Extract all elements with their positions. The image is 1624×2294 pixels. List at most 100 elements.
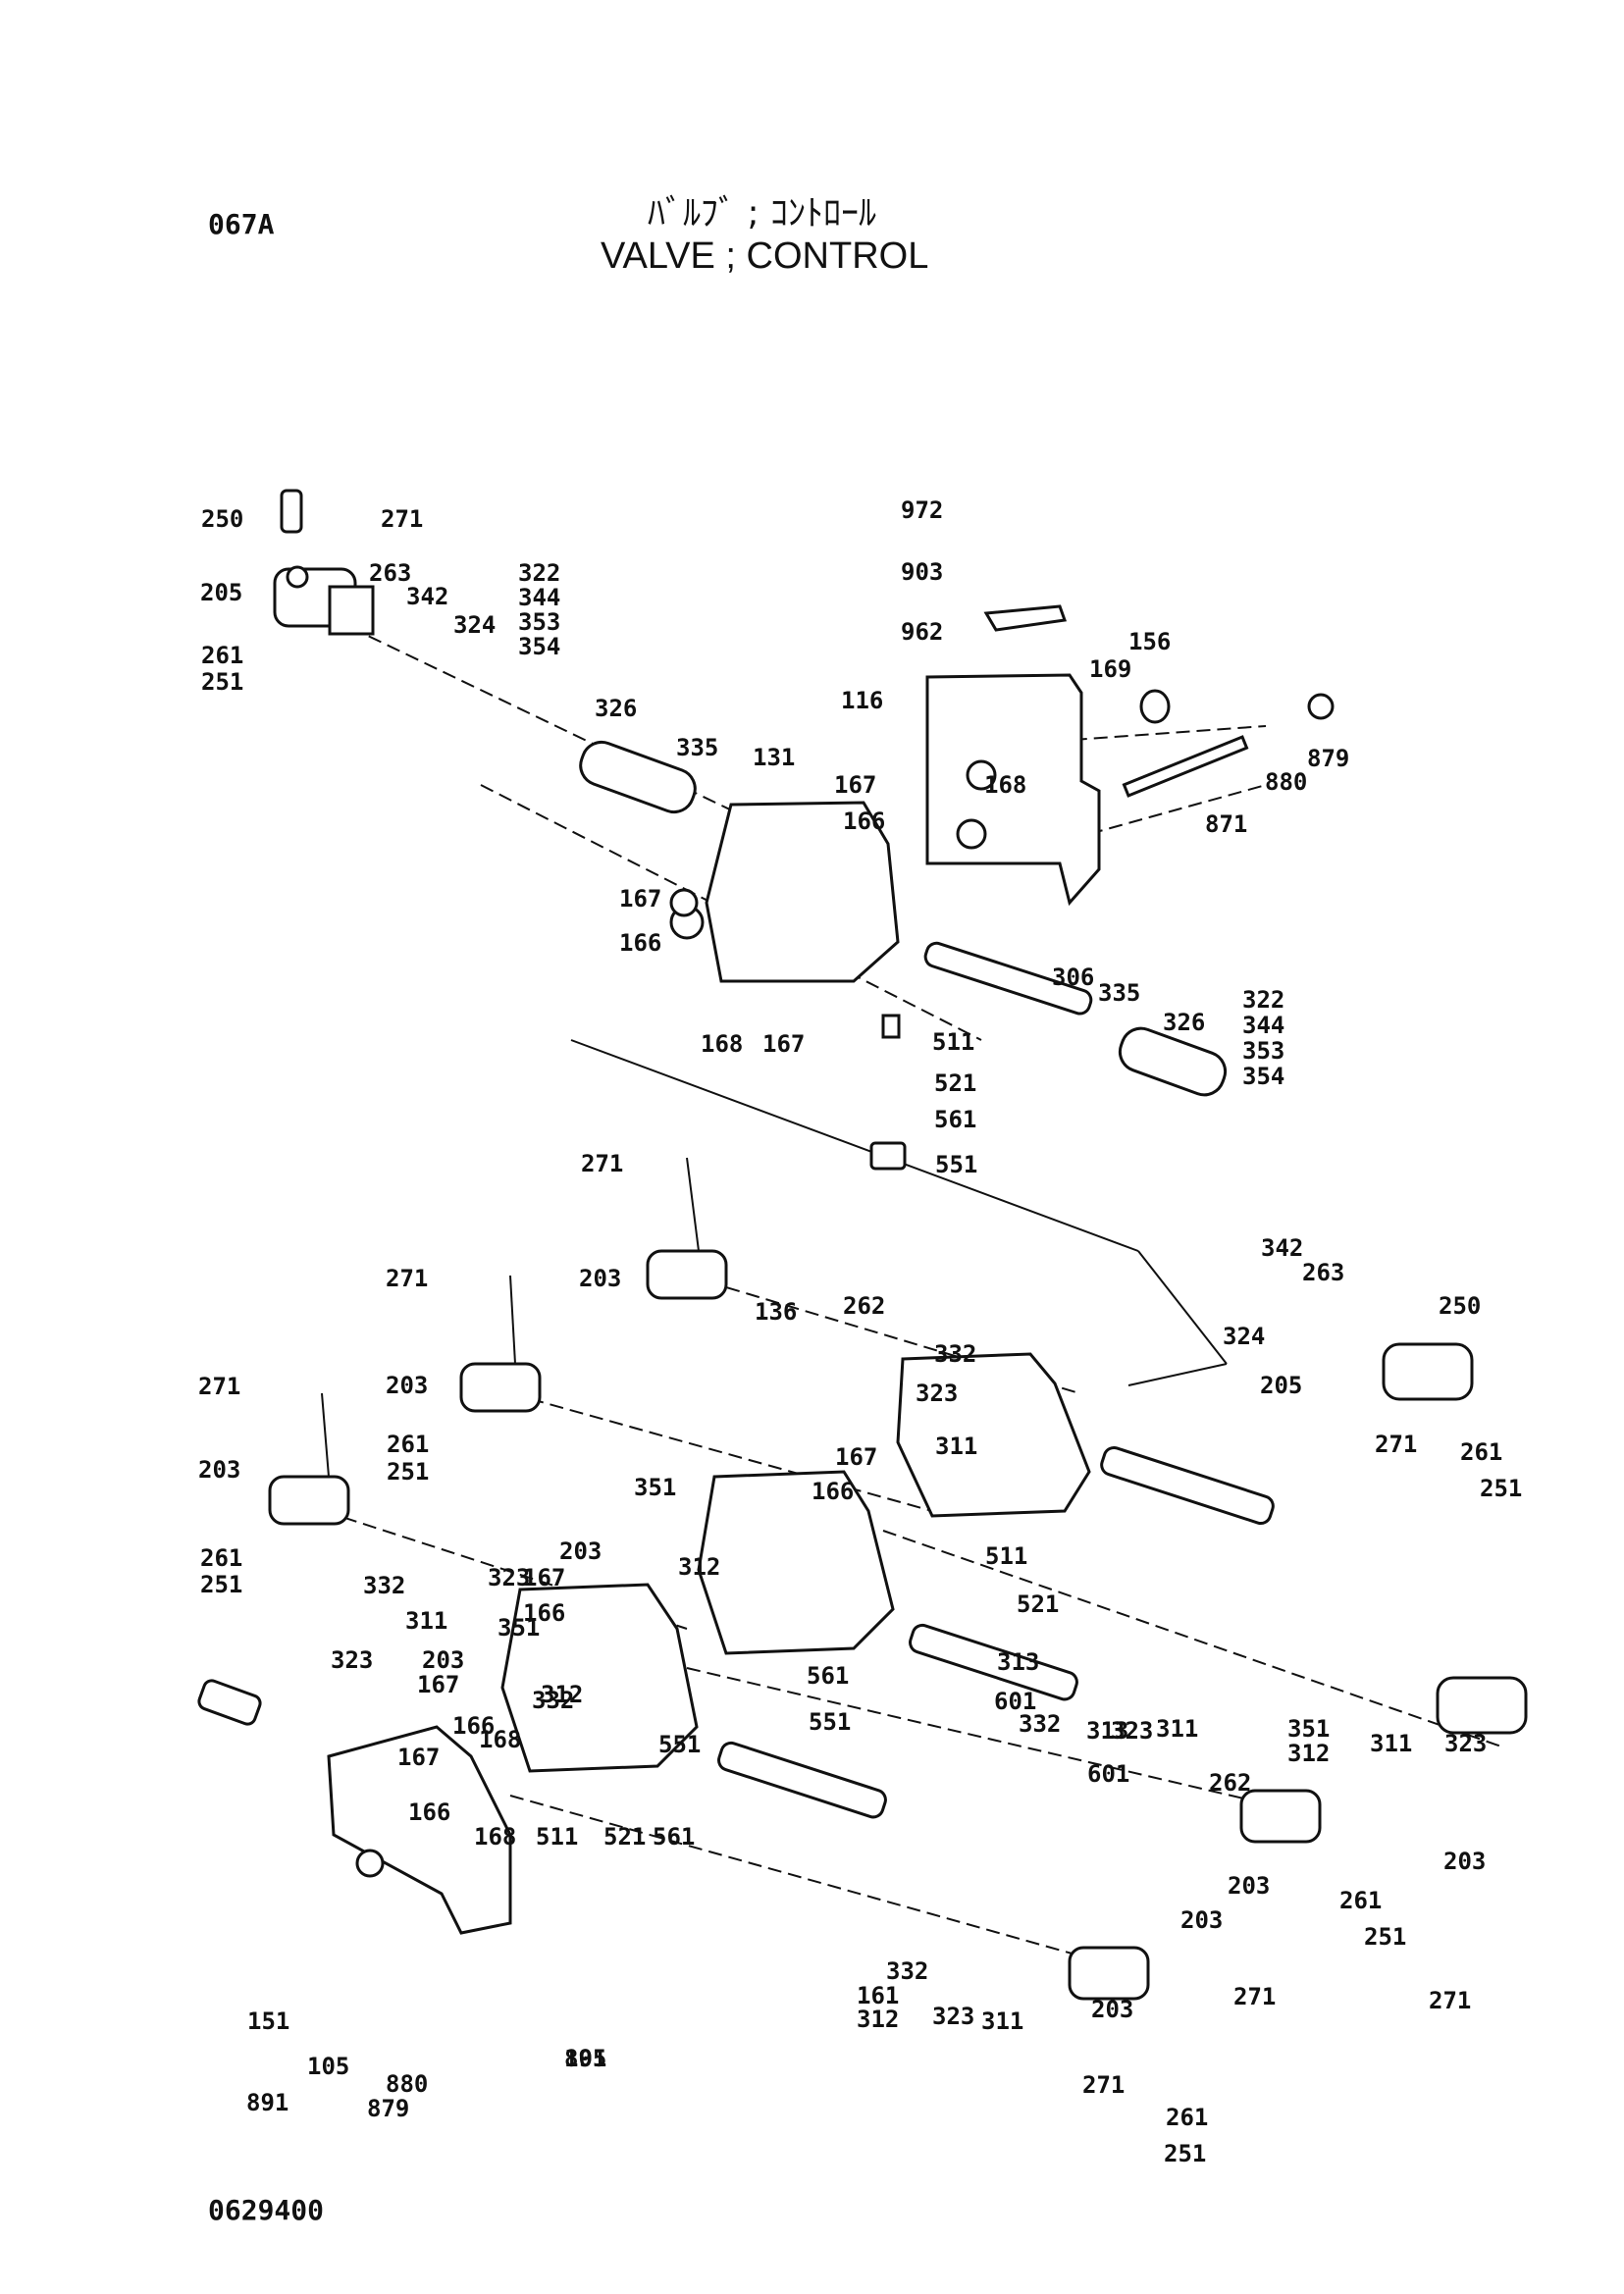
callout-label-251: 251 (1164, 2140, 1206, 2167)
callout-label-962: 962 (901, 618, 943, 646)
callout-label-551: 551 (809, 1708, 851, 1736)
callout-label-561: 561 (653, 1823, 695, 1851)
callout-label-344: 344 (518, 584, 560, 611)
callout-label-335: 335 (1098, 979, 1140, 1007)
callout-label-324: 324 (453, 611, 496, 639)
callout-label-323: 323 (916, 1380, 958, 1407)
callout-label-313: 313 (1086, 1717, 1128, 1745)
housing-203b (459, 1362, 542, 1413)
callout-label-311: 311 (405, 1607, 447, 1635)
callout-label-205: 205 (1260, 1372, 1302, 1399)
callout-label-166: 166 (619, 929, 661, 957)
callout-label-879: 879 (367, 2095, 409, 2122)
callout-label-311: 311 (1156, 1715, 1198, 1743)
callout-label-332: 332 (1019, 1710, 1061, 1738)
callout-label-271: 271 (1082, 2071, 1125, 2099)
drawing-number: 0629400 (208, 2194, 325, 2226)
callout-label-312: 312 (678, 1553, 720, 1581)
connector-line-3 (1127, 1363, 1228, 1386)
callout-label-323: 323 (488, 1564, 530, 1591)
title-japanese: ﾊﾞﾙﾌﾞ ; ｺﾝﾄﾛｰﾙ (648, 193, 877, 234)
callout-label-351: 351 (1287, 1715, 1330, 1743)
callout-label-105: 105 (307, 2053, 349, 2080)
relief-valve-601 (197, 1679, 262, 1726)
callout-label-250: 250 (1439, 1292, 1481, 1320)
callout-label-203: 203 (559, 1538, 602, 1565)
callout-label-312: 312 (857, 2006, 899, 2033)
cover-903 (983, 604, 1068, 632)
callout-label-251: 251 (201, 668, 243, 696)
callout-label-354: 354 (518, 633, 560, 660)
callout-label-167: 167 (523, 1564, 565, 1591)
callout-label-871: 871 (1205, 810, 1247, 838)
callout-label-891: 891 (564, 2045, 606, 2072)
connector-line-5 (509, 1275, 516, 1365)
callout-label-344: 344 (1242, 1012, 1284, 1039)
assembly-axis-3 (1088, 784, 1267, 835)
callout-label-203: 203 (1180, 1906, 1223, 1934)
callout-label-521: 521 (1017, 1590, 1059, 1618)
callout-label-203: 203 (1091, 1996, 1133, 2023)
callout-label-521: 521 (934, 1069, 976, 1097)
callout-label-313: 313 (997, 1648, 1039, 1676)
callout-label-261: 261 (1166, 2104, 1208, 2131)
plug-250 (280, 489, 303, 534)
callout-label-167: 167 (397, 1744, 440, 1771)
callout-label-168: 168 (984, 771, 1026, 799)
callout-label-891: 891 (246, 2089, 288, 2116)
housing-203e (1239, 1789, 1322, 1844)
callout-label-251: 251 (1480, 1475, 1522, 1502)
callout-label-332: 332 (532, 1687, 574, 1714)
callout-label-271: 271 (386, 1265, 428, 1292)
callout-label-342: 342 (406, 583, 448, 610)
connector-line-2 (1137, 1250, 1228, 1365)
callout-label-203: 203 (579, 1265, 621, 1292)
housing-203a (646, 1249, 728, 1300)
oring-166a (956, 818, 987, 850)
callout-label-551: 551 (935, 1151, 977, 1178)
callout-label-511: 511 (536, 1823, 578, 1851)
callout-label-161: 161 (857, 1982, 899, 2009)
callout-label-136: 136 (755, 1298, 797, 1326)
callout-label-326: 326 (1163, 1009, 1205, 1036)
callout-label-203: 203 (422, 1646, 464, 1674)
callout-label-203: 203 (1443, 1848, 1486, 1875)
callout-label-353: 353 (518, 608, 560, 636)
callout-label-251: 251 (1364, 1923, 1406, 1951)
callout-label-306: 306 (1052, 964, 1094, 991)
oring-167a (966, 759, 997, 791)
callout-label-511: 511 (985, 1542, 1027, 1570)
callout-label-312: 312 (1287, 1740, 1330, 1767)
assembly-axis-9 (686, 1667, 1316, 1816)
spool-312 (909, 1623, 1078, 1701)
callout-label-561: 561 (807, 1662, 849, 1690)
callout-label-332: 332 (886, 1957, 928, 1985)
callout-label-551: 551 (658, 1731, 701, 1758)
title-english: VALVE ; CONTROL (601, 235, 929, 277)
spring-326b (1118, 1026, 1228, 1097)
callout-label-250: 250 (201, 505, 243, 533)
callout-label-166: 166 (812, 1478, 854, 1505)
spool-306 (923, 941, 1093, 1016)
callout-label-151: 151 (247, 2007, 289, 2035)
connector-line-4 (686, 1157, 700, 1252)
callout-label-335: 335 (676, 734, 718, 761)
callout-label-261: 261 (1460, 1438, 1502, 1466)
callout-label-271: 271 (381, 505, 423, 533)
callout-label-326: 326 (595, 695, 637, 722)
port-205 (286, 565, 309, 589)
callout-label-169: 169 (1089, 655, 1131, 683)
callout-label-312: 312 (541, 1681, 583, 1708)
callout-label-601: 601 (1087, 1760, 1129, 1788)
callout-label-354: 354 (1242, 1063, 1284, 1090)
callout-label-311: 311 (935, 1433, 977, 1460)
spool-311 (1100, 1445, 1275, 1526)
callout-label-105: 105 (564, 2045, 606, 2072)
callout-label-168: 168 (479, 1726, 521, 1753)
assembly-axis-8 (882, 1530, 1502, 1747)
valve-block-131 (705, 801, 900, 983)
callout-label-131: 131 (753, 744, 795, 771)
plug-511 (881, 1014, 901, 1039)
callout-label-261: 261 (200, 1544, 242, 1572)
